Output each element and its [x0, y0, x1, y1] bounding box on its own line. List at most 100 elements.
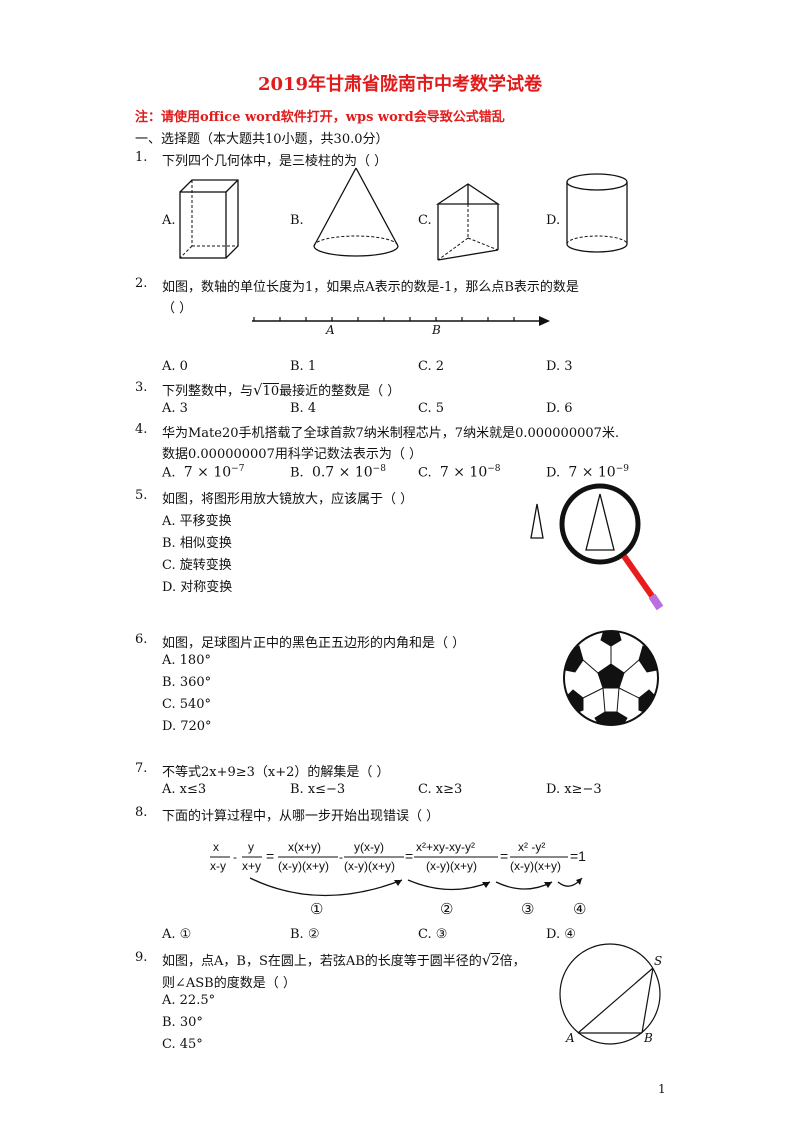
- option-b: B. 30°: [162, 1015, 203, 1030]
- page-title: 2019年甘肃省陇南市中考数学试卷: [257, 74, 543, 95]
- option-b: B. ②: [290, 927, 320, 942]
- option-c: C. x≥3: [418, 782, 463, 797]
- question-number: 2.: [135, 276, 148, 291]
- question-number: 5.: [135, 488, 148, 503]
- question-text: 如图，点A，B，S在圆上，若弦AB的长度等于圆半径的√2倍，: [162, 951, 526, 969]
- minus-sign: -: [233, 850, 237, 864]
- question-number: 1.: [135, 150, 148, 165]
- step-marker-1: ①: [310, 900, 324, 918]
- sqrt-radicand: 10: [262, 383, 280, 399]
- page-number: 1: [658, 1082, 666, 1096]
- option-b: B. 1: [290, 359, 317, 374]
- section-heading: 一、选择题（本大题共10小题，共30.0分）: [135, 132, 389, 147]
- option-b: B.: [290, 213, 304, 228]
- equals-sign: =: [405, 848, 414, 864]
- fraction-6-denominator: (x-y)(x+y): [510, 859, 561, 873]
- option-c: C. 540°: [162, 697, 212, 712]
- point-s-label: S: [654, 954, 663, 968]
- fraction-3-numerator: x(x+y): [288, 840, 321, 854]
- equals-sign: =: [500, 848, 509, 864]
- triangular-prism-figure: [435, 183, 501, 261]
- option-a: A. x≤3: [162, 782, 207, 797]
- question-number: 6.: [135, 632, 148, 647]
- cylinder-figure: [566, 173, 628, 253]
- fraction-6-numerator: x² -y²: [518, 840, 546, 854]
- step-marker-3: ③: [521, 900, 535, 918]
- point-b-label: B: [432, 323, 441, 337]
- question-text: 如图，足球图片正中的黑色正五边形的内角和是（ ）: [162, 636, 466, 651]
- fraction-3-denominator: (x-y)(x+y): [278, 859, 329, 873]
- option-a: A. 0: [162, 359, 188, 374]
- option-b: B. 相似变换: [162, 536, 232, 551]
- option-c: C. 旋转变换: [162, 558, 232, 573]
- equals-sign: =: [266, 848, 275, 864]
- minus-sign: -: [339, 850, 343, 864]
- option-d: D. ④: [546, 927, 576, 942]
- soccer-ball-figure: [563, 630, 659, 726]
- question-text: 如图，将图形用放大镜放大，应该属于（ ）: [162, 492, 414, 507]
- step-marker-4: ④: [573, 900, 587, 918]
- option-a: A. ①: [162, 927, 192, 942]
- fraction-4-numerator: y(x-y): [354, 840, 384, 854]
- question-text-line2: 数据0.000000007用科学记数法表示为（ ）: [162, 447, 422, 462]
- fraction-1-denominator: x-y: [210, 859, 226, 873]
- question-number: 9.: [135, 950, 148, 965]
- question-number: 7.: [135, 761, 148, 776]
- fraction-4-denominator: (x-y)(x+y): [344, 859, 395, 873]
- sqrt-radicand: 2: [491, 953, 500, 969]
- calculation-formula: x x-y - y x+y = x(x+y) (x-y)(x+y) - y(x-…: [208, 840, 598, 883]
- question-text: 华为Mate20手机搭载了全球首款7纳米制程芯片，7纳米就是0.00000000…: [162, 426, 620, 441]
- formula-result: =1: [570, 848, 586, 864]
- point-a-label: A: [566, 1031, 575, 1045]
- option-b: B. x≤−3: [290, 782, 346, 797]
- option-d: D. 720°: [162, 719, 212, 734]
- question-number: 4.: [135, 422, 148, 437]
- magnifier-figure: [530, 483, 664, 611]
- option-c: C. ③: [418, 927, 448, 942]
- question-text: 不等式2x+9≥3（x+2）的解集是（ ）: [162, 765, 390, 780]
- option-a: A. 平移变换: [162, 514, 232, 529]
- question-text-line2: 则∠ASB的度数是（ ）: [162, 976, 296, 991]
- option-c: C. 7 × 10−8: [418, 464, 501, 481]
- number-line-figure: [252, 316, 550, 326]
- option-d: D. 7 × 10−9: [546, 464, 629, 481]
- question-text: 下列四个几何体中，是三棱柱的为（ ）: [162, 154, 388, 169]
- option-d: D.: [546, 213, 561, 228]
- option-a: A. 22.5°: [162, 993, 216, 1008]
- fraction-5-numerator: x²+xy-xy-y²: [416, 840, 475, 854]
- option-b: B. 0.7 × 10−8: [290, 464, 386, 481]
- cone-figure: [313, 167, 399, 257]
- step-marker-2: ②: [440, 900, 454, 918]
- option-a: A. 7 × 10−7: [162, 464, 245, 481]
- option-c: C. 45°: [162, 1037, 203, 1052]
- fraction-2-numerator: y: [248, 840, 254, 854]
- option-a: A. 180°: [162, 653, 211, 668]
- question-text: 下面的计算过程中，从哪一步开始出现错误（ ）: [162, 809, 440, 824]
- option-d: D. 6: [546, 401, 573, 416]
- option-a: A.: [162, 213, 176, 228]
- point-b-label: B: [644, 1031, 653, 1045]
- option-d: D. x≥−3: [546, 782, 602, 797]
- question-text: 下列整数中，与√10最接近的整数是（ ）: [162, 381, 401, 399]
- circle-chord-figure: [559, 943, 661, 1045]
- question-number: 3.: [135, 380, 148, 395]
- point-a-label: A: [326, 323, 335, 337]
- question-number: 8.: [135, 805, 148, 820]
- option-a: A. 3: [162, 401, 188, 416]
- option-c: C. 2: [418, 359, 445, 374]
- step-arrows-figure: [249, 877, 583, 897]
- option-c: C. 5: [418, 401, 445, 416]
- rectangular-prism-figure: [179, 179, 239, 259]
- option-d: D. 3: [546, 359, 573, 374]
- fraction-1-numerator: x: [213, 840, 219, 854]
- usage-note: 注：请使用office word软件打开，wps word会导致公式错乱: [135, 110, 505, 125]
- option-b: B. 360°: [162, 675, 212, 690]
- question-text: 如图，数轴的单位长度为1，如果点A表示的数是-1，那么点B表示的数是: [162, 280, 579, 295]
- fraction-5-denominator: (x-y)(x+y): [426, 859, 477, 873]
- formula-fraction-lines: [210, 856, 568, 858]
- answer-paren: （ ）: [162, 301, 193, 316]
- option-c: C.: [418, 213, 432, 228]
- option-b: B. 4: [290, 401, 317, 416]
- option-d: D. 对称变换: [162, 580, 233, 595]
- fraction-2-denominator: x+y: [242, 859, 262, 873]
